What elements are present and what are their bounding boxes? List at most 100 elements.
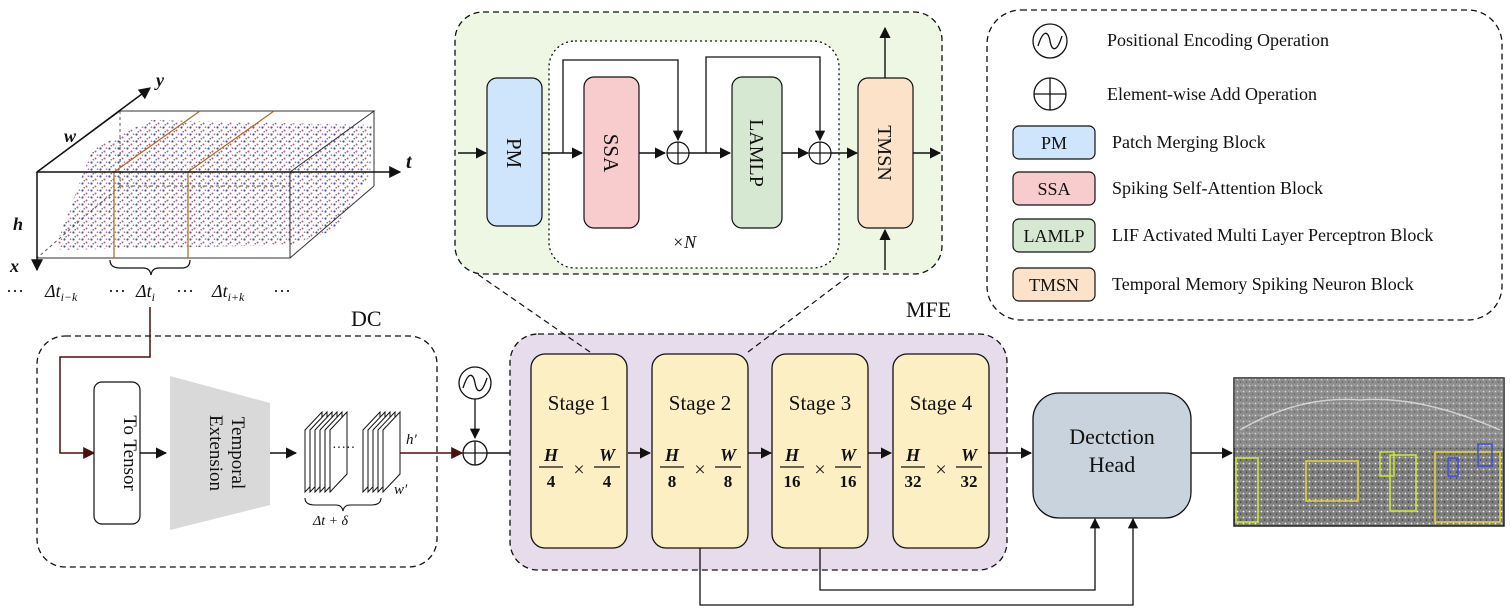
times-sign: × — [573, 459, 584, 481]
frac-num-w: W — [599, 445, 617, 465]
legend-item-text: Patch Merging Block — [1112, 132, 1266, 152]
ssa-label: SSA — [599, 134, 623, 173]
legend: Positional Encoding Operation Element-wi… — [986, 9, 1503, 321]
dt-ik-label: Δti−k — [44, 281, 78, 304]
times-sign: × — [814, 459, 825, 481]
dc-frame — [36, 335, 438, 568]
stage-2-block: Stage 2 H 8 × W 8 — [651, 353, 749, 549]
frac-den-h: 32 — [905, 472, 922, 491]
bbox-1 — [1235, 457, 1259, 523]
add-icon-1 — [666, 141, 690, 165]
dots-right: ··· — [273, 281, 291, 301]
times-sign: × — [694, 459, 705, 481]
detection-head-block — [1032, 392, 1192, 519]
dt-ipk-label: Δti+k — [211, 281, 245, 304]
dots-left: ··· — [6, 281, 24, 301]
brace — [109, 259, 191, 276]
legend-pe-text: Positional Encoding Operation — [1107, 30, 1329, 50]
event-volume: x y t w h ··· Δti−k ··· Δti ··· Δti+k ··… — [6, 70, 413, 304]
stack-brace — [304, 497, 382, 512]
temporal-extension-block — [170, 376, 270, 530]
legend-swatch-label: PM — [1041, 133, 1067, 153]
stage-name: Stage 3 — [789, 391, 851, 415]
dots-mid1: ··· — [108, 281, 126, 301]
pm-block — [486, 77, 543, 227]
frac-den-h: 16 — [784, 472, 801, 491]
zoom-line-left — [459, 261, 591, 353]
legend-swatch-label: TMSN — [1029, 275, 1079, 295]
bbox-7 — [1477, 443, 1493, 467]
stage-detail-panel: ×N PM SSA LAMLP TMSN — [454, 11, 943, 275]
dc-module: DC To Tensor TemporalExtension ····· h′ … — [36, 306, 438, 568]
add-icon-main — [462, 440, 488, 466]
bbox-6 — [1447, 457, 1459, 477]
zoom-line-right — [747, 274, 851, 353]
temporal-ext-label: TemporalExtension — [205, 415, 248, 491]
stage-1-block: Stage 1 H 4 × W 4 — [530, 353, 628, 549]
frac-num-h: H — [905, 445, 921, 465]
frac-num-w: W — [840, 445, 858, 465]
event-cloud — [58, 120, 372, 250]
axis-x-label: x — [9, 256, 19, 276]
skip-stage3-head — [819, 517, 1101, 591]
w-prime-label: w′ — [394, 482, 408, 498]
legend-item-text: Spiking Self-Attention Block — [1112, 178, 1323, 198]
frac-den-h: 8 — [668, 472, 677, 491]
tmsn-label: TMSN — [873, 125, 895, 181]
axis-t-label: t — [406, 151, 413, 173]
input-wire — [59, 307, 151, 459]
skip-stage2-head — [699, 517, 1139, 606]
detection-output-image — [1233, 377, 1505, 527]
tensor-frame — [329, 410, 348, 494]
dim-w-label: w — [64, 126, 77, 146]
stack-dots: ····· — [332, 441, 355, 456]
to-tensor-label: To Tensor — [119, 415, 140, 491]
bbox-3 — [1379, 451, 1395, 477]
axis-y-label: y — [154, 70, 165, 90]
times-sign: × — [935, 459, 946, 481]
h-prime-label: h′ — [406, 432, 418, 448]
legend-swatch-label: LAMLP — [1023, 226, 1084, 246]
legend-swatch — [1012, 218, 1096, 253]
detection-head-line1: Dectction — [1069, 424, 1155, 449]
tensor-frame — [382, 410, 401, 494]
legend-item-pm: PM Patch Merging Block — [1012, 125, 1266, 160]
legend-swatch — [1012, 125, 1096, 160]
frac-num-h: H — [543, 445, 559, 465]
residual-2 — [705, 56, 826, 153]
stage-name: Stage 2 — [669, 391, 731, 415]
mfe-frame — [509, 333, 1008, 571]
residual-1 — [562, 59, 684, 153]
lamlp-label: LAMLP — [745, 119, 767, 187]
bbox-5 — [1434, 451, 1501, 523]
frac-den-w: 8 — [724, 472, 733, 491]
frac-num-w: W — [961, 445, 979, 465]
dc-title: DC — [351, 306, 382, 331]
legend-item-ssa: SSA Spiking Self-Attention Block — [1012, 171, 1323, 206]
frac-num-h: H — [784, 445, 800, 465]
frac-num-w: W — [720, 445, 738, 465]
stage-name: Stage 4 — [910, 391, 973, 415]
frac-num-h: H — [664, 445, 680, 465]
legend-swatch — [1012, 267, 1096, 302]
legend-swatch — [1012, 171, 1096, 206]
y-axis — [36, 87, 151, 173]
stack-label: Δt + δ — [312, 514, 349, 529]
frac-den-w: 4 — [603, 472, 612, 491]
dots-mid2: ··· — [176, 281, 194, 301]
frac-den-h: 4 — [547, 472, 556, 491]
pm-label: PM — [502, 138, 526, 169]
frac-den-w: 16 — [840, 472, 857, 491]
dim-h-label: h — [13, 214, 23, 234]
positional-encoding-icon — [458, 366, 492, 400]
repeat-label: ×N — [672, 232, 697, 252]
bbox-4 — [1389, 454, 1417, 512]
stage-name: Stage 1 — [548, 391, 610, 415]
legend-add-icon — [1033, 77, 1067, 111]
dt-i-label: Δti — [135, 281, 155, 304]
legend-swatch-label: SSA — [1037, 179, 1070, 199]
